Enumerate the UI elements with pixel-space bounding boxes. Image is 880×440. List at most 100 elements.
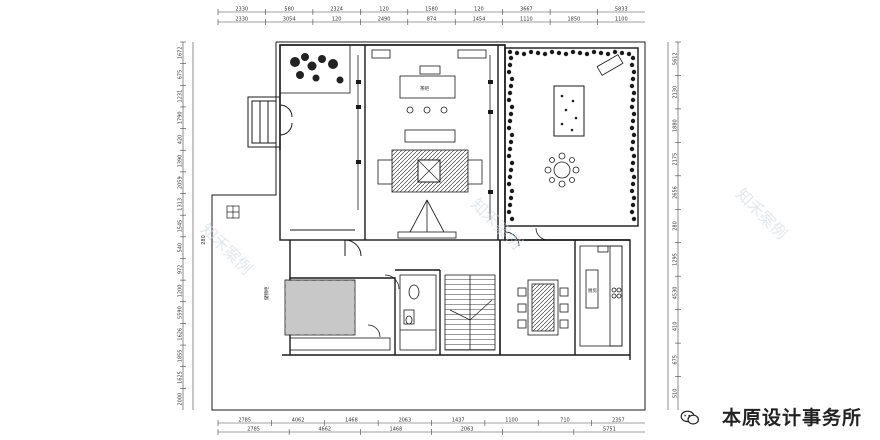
bathroom [399,274,437,351]
bench-cabinet [289,337,391,351]
hedge-shrub [631,69,637,75]
hedge-shrub [570,49,576,55]
hedge-shrub [630,202,636,208]
dim-label-right: 410 [673,322,679,332]
dim-label-top: 5833 [615,7,628,13]
hedge-shrub [629,83,635,89]
dim-label-right: 4530 [673,287,679,300]
hedge-shrub [629,209,635,215]
hedge-shrub [521,51,527,57]
dim-label-right: 280 [673,221,679,231]
dim-label-left: 1390 [178,155,184,168]
dim-label-right: 1295 [673,253,679,266]
hedge-shrub [507,62,513,68]
hedge-shrub [507,174,513,180]
dim-label-bottom: 5751 [603,427,616,433]
dim-label-right: 510 [673,388,679,398]
hedge-shrub [508,195,514,201]
dim-label-bottom: 2785 [247,427,260,433]
dim-label-left-total: 280 [201,235,207,245]
hedge-shrub [535,50,541,56]
kitchen [579,245,623,347]
hedge-shrub [507,49,513,55]
staircase [444,274,496,351]
dim-label-left: 1855 [178,350,184,363]
dim-label-top: 2324 [330,7,343,13]
watermark-center: 知禾案例 [467,194,526,253]
terrace-grid [226,205,240,219]
left-wing-walls [279,150,362,257]
dim-label-top: 2330 [235,17,248,23]
hedge-shrub [507,202,513,208]
garden-table-set [544,152,580,188]
hedge-shrub [631,90,637,96]
hedge-shrub [631,153,637,159]
garden-hedges [506,49,637,222]
right-dimension-lines [667,42,679,410]
partition-lines [357,55,491,220]
hedge-shrub [577,50,583,56]
top-dimension-lines [218,11,645,23]
dim-label-bottom: 2785 [238,418,251,424]
dim-label-top: 1850 [567,17,580,23]
hedge-shrub [631,111,637,117]
hedge-shrub [598,50,604,56]
dim-label-top: 120 [474,7,484,13]
dim-label-top: 3667 [520,7,533,13]
hedge-shrub [631,174,637,180]
hedge-shrub [506,181,512,187]
dim-label-left: 540 [178,243,184,253]
dim-label-top: 120 [379,7,389,13]
room-label-kitchen: 厨房 [588,287,597,294]
dim-label-left: 1545 [178,220,184,233]
interior-columns [356,80,493,194]
dim-label-left: 1672 [178,46,184,59]
hedge-shrub [626,51,632,57]
dim-label-bottom: 1468 [390,427,403,433]
watermark-right: 知禾案例 [732,184,791,243]
hedge-shrub [549,49,555,55]
left-dimension-lines [182,42,194,410]
dim-label-top: 580 [284,7,294,13]
hedge-shrub [630,55,636,61]
brand-label: 本原设计事务所 [721,407,862,429]
dim-label-bottom: 2063 [461,427,474,433]
wechat-icon [680,410,699,425]
site-boundary [211,41,646,411]
dim-label-bottom: 1468 [345,418,358,424]
room-label-pantry: 储物柜 [263,286,270,300]
dim-label-left: 2000 [178,393,184,406]
dim-label-left: 1200 [178,285,184,298]
hedge-shrub [630,160,636,166]
hedge-shrub [508,139,514,145]
tv-cabinet [397,199,457,239]
dim-label-top: 1580 [425,7,438,13]
hedge-shrub [506,153,512,159]
hedge-shrub [509,216,515,222]
dim-label-right: 2656 [673,186,679,199]
dim-label-top: 1110 [520,17,533,23]
building-walls [279,44,639,360]
doors [367,227,549,338]
hedge-shrub [509,76,515,82]
hedge-shrub [508,55,514,61]
hedge-shrub [506,69,512,75]
dim-label-left: 1313 [178,198,184,211]
dim-label-top: 3054 [283,17,296,23]
hedge-shrub [584,51,590,57]
dim-label-left: 2059 [178,176,184,189]
dim-label-right: 1880 [673,119,679,132]
hedge-shrub [631,132,637,138]
dim-label-top: 1100 [615,17,628,23]
hedge-shrub [563,51,569,57]
dim-label-bottom: 1100 [505,418,518,424]
dim-label-left: 1790 [178,111,184,124]
hedge-shrub [508,111,514,117]
hedge-shrub [528,49,534,55]
woven-deck [284,279,356,336]
hedge-shrub [506,209,512,215]
hedge-shrub [629,146,635,152]
hedge-shrub [629,104,635,110]
